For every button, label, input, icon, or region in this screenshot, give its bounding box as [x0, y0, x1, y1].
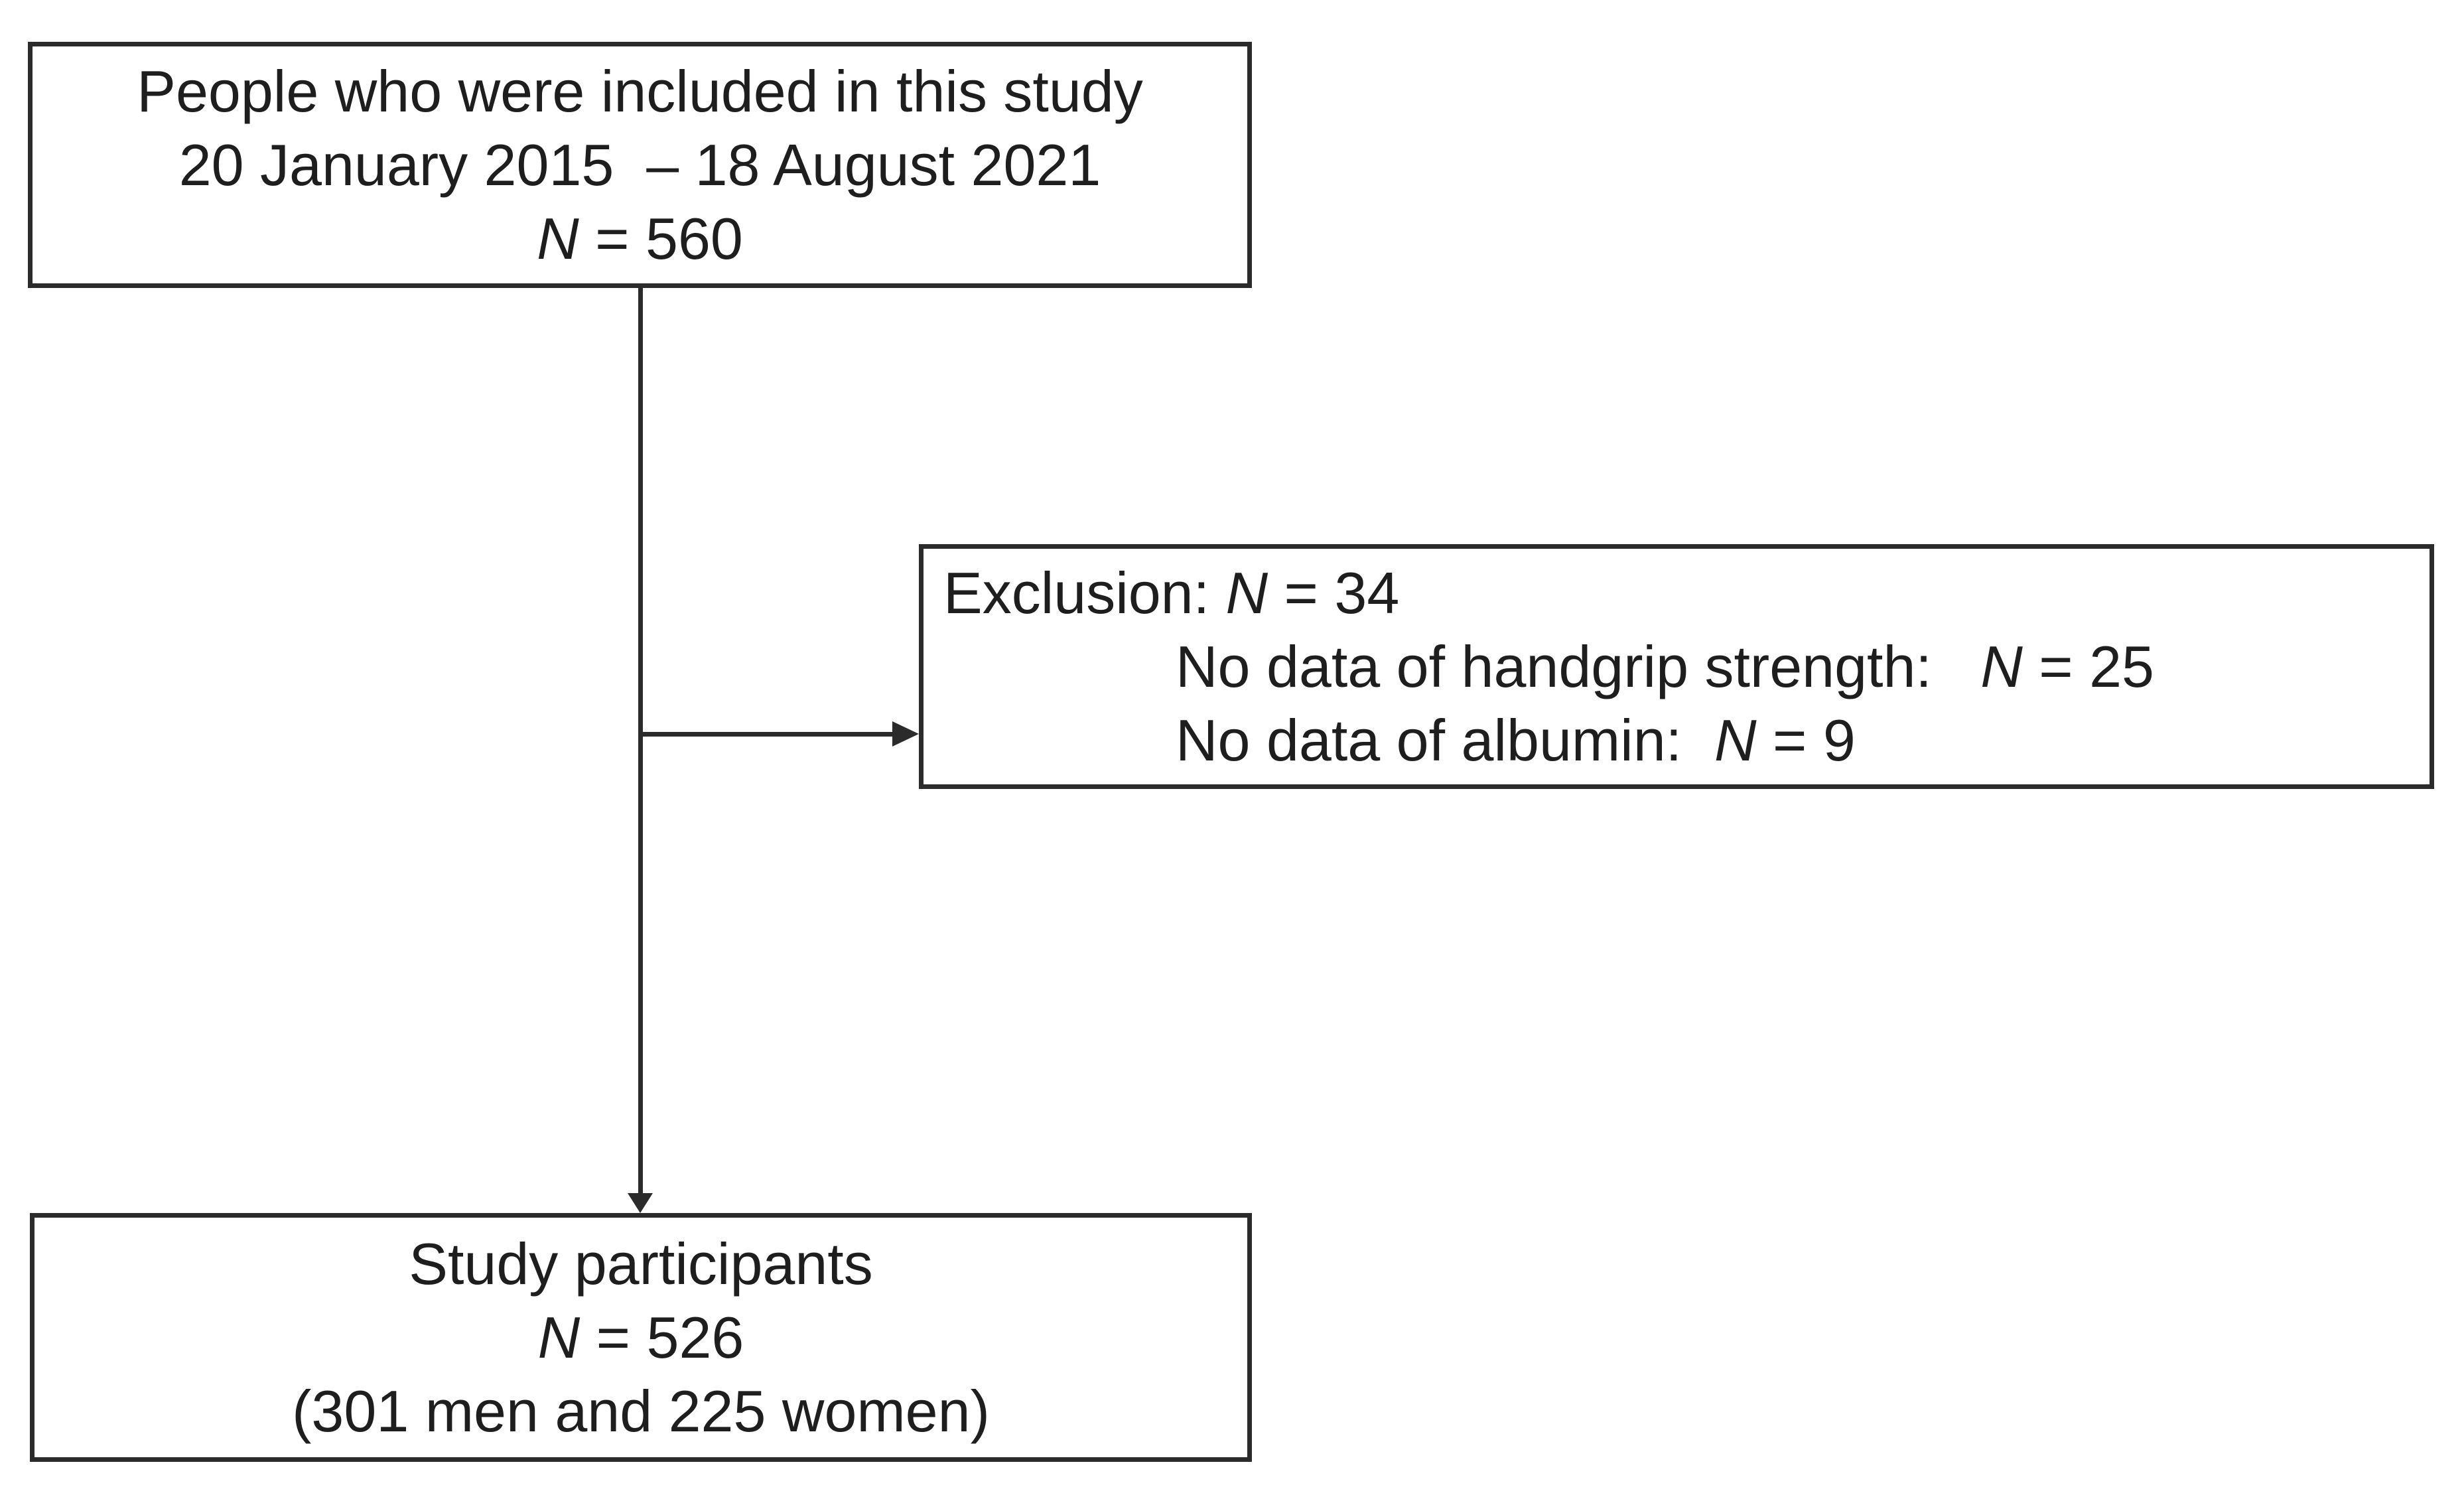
exclusion-reason-albumin-n-symbol: N — [1714, 707, 1757, 773]
included-n-count: = 560 — [579, 206, 743, 271]
exclusion-reason-handgrip-count: = 25 — [2022, 634, 2154, 699]
exclusion-summary-n-symbol: N — [1225, 560, 1268, 626]
arrow-right-icon — [892, 721, 919, 747]
exclusion-summary: Exclusion: N = 34 — [943, 556, 2430, 630]
included-date-range: 20 January 2015 – 18 August 2021 — [178, 132, 1101, 198]
flow-line-horizontal — [640, 732, 896, 737]
exclusion-summary-count: = 34 — [1268, 560, 1400, 626]
participants-n: N = 526 — [34, 1301, 1247, 1374]
included-n-symbol: N — [537, 206, 579, 271]
exclusion-reason-albumin-label: No data of albumin: — [1176, 707, 1715, 773]
exclusion-reason-handgrip: No data of handgrip strength: N = 25 — [943, 630, 2430, 703]
included-title: People who were included in this study — [137, 58, 1143, 124]
arrow-down-icon — [628, 1193, 653, 1213]
participants-n-symbol: N — [537, 1305, 581, 1370]
exclusion-reason-albumin-count: = 9 — [1756, 707, 1856, 773]
exclusion-box: Exclusion: N = 34 No data of handgrip st… — [919, 544, 2434, 789]
participants-breakdown: (301 men and 225 women) — [292, 1378, 990, 1444]
participants-n-count: = 526 — [580, 1305, 744, 1370]
exclusion-summary-label: Exclusion: — [943, 560, 1226, 626]
exclusion-reason-handgrip-label: No data of handgrip strength: — [1176, 634, 1981, 699]
exclusion-reason-albumin: No data of albumin: N = 9 — [943, 703, 2430, 777]
exclusion-reason-handgrip-n-symbol: N — [1980, 634, 2023, 699]
participants-box: Study participants N = 526 (301 men and … — [30, 1213, 1252, 1462]
flow-line-vertical — [638, 287, 643, 1196]
participants-title: Study participants — [409, 1231, 873, 1297]
included-box: People who were included in this study 2… — [28, 42, 1252, 288]
included-n: N = 560 — [33, 202, 1247, 275]
